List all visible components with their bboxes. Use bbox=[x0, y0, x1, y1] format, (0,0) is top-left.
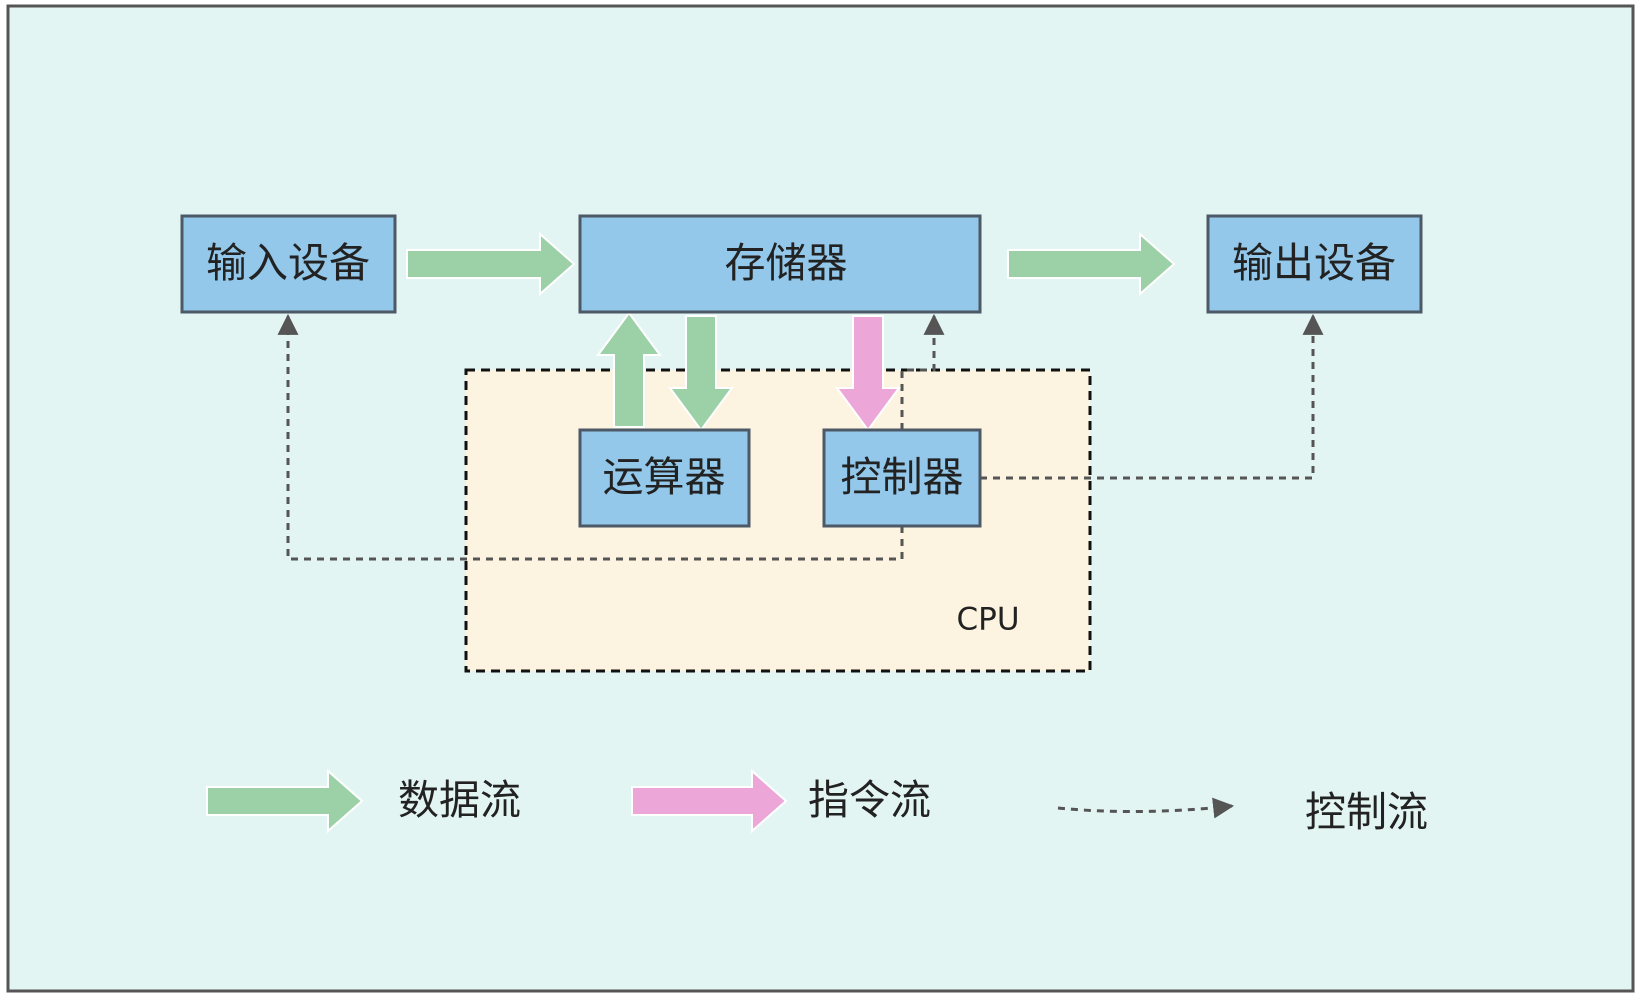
output-device-label: 输出设备 bbox=[1232, 239, 1396, 287]
data-flow-arrow-memory-to-output bbox=[1007, 231, 1176, 297]
legend-data-flow-arrow bbox=[206, 768, 364, 834]
legend: 数据流 指令流 控制流 bbox=[206, 768, 1428, 836]
alu-box: 运算器 bbox=[578, 428, 751, 528]
memory-label: 存储器 bbox=[725, 239, 848, 287]
control-flow-to-memory bbox=[900, 313, 945, 430]
memory-box: 存储器 bbox=[578, 214, 982, 314]
data-flow-arrow-input-to-memory bbox=[406, 231, 576, 297]
legend-data-flow-label: 数据流 bbox=[398, 776, 521, 824]
controller-label: 控制器 bbox=[841, 453, 964, 501]
output-device-box: 输出设备 bbox=[1206, 214, 1423, 314]
control-flow-to-output-device bbox=[980, 313, 1324, 480]
input-device-box: 输入设备 bbox=[180, 214, 397, 314]
instruction-flow-arrow-memory-to-controller bbox=[835, 315, 901, 432]
cpu-region bbox=[464, 368, 1092, 673]
legend-instruction-flow-arrow bbox=[631, 768, 788, 834]
data-flow-arrow-alu-to-memory bbox=[596, 311, 662, 428]
cpu-label: CPU bbox=[956, 602, 1019, 638]
data-flow-arrow-memory-to-alu bbox=[668, 315, 734, 432]
controller-box: 控制器 bbox=[822, 428, 982, 528]
control-flow-to-input-device bbox=[277, 313, 904, 561]
legend-control-flow-arrow bbox=[1057, 797, 1235, 819]
input-device-label: 输入设备 bbox=[206, 239, 370, 287]
legend-instruction-flow-label: 指令流 bbox=[808, 776, 931, 824]
legend-control-flow-label: 控制流 bbox=[1305, 788, 1428, 836]
alu-label: 运算器 bbox=[603, 453, 726, 501]
